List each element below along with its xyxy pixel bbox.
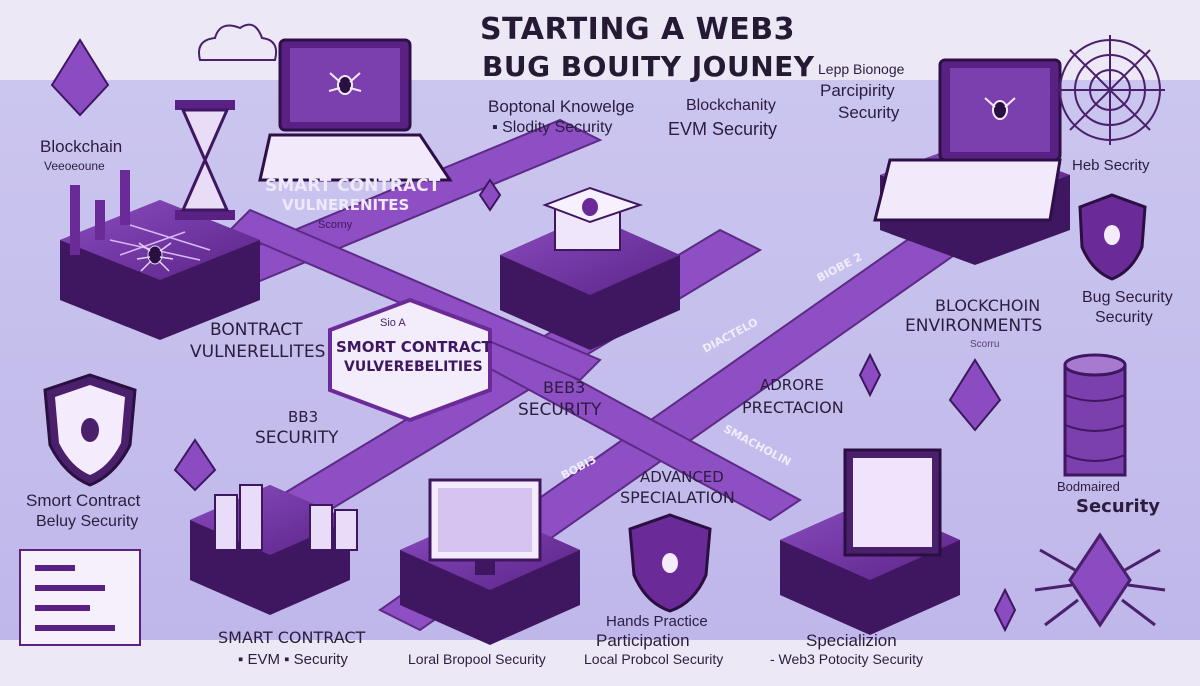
platform-center-top: [500, 186, 680, 350]
spider-icon: [136, 242, 174, 272]
card-title-1: SMART CONTRACT: [265, 176, 441, 196]
coin-stack-icon: [214, 484, 358, 551]
platform-center-hex: [328, 297, 492, 423]
label-bug-security: Bug Security: [1082, 289, 1173, 306]
shield-icon: [43, 373, 137, 487]
label-smart-contract: Smort Contract: [26, 491, 141, 510]
label-bb3: BB3: [288, 408, 319, 426]
label-solidity: ▪ Slodity Security: [492, 119, 613, 136]
center-hex-title-2: VULVEREBELITIES: [344, 359, 483, 375]
page-title-line2: BUG BOUITY JOUNEY: [482, 50, 815, 83]
spider-icon: [1034, 532, 1166, 628]
card-title-3: Scorny: [318, 219, 353, 231]
card-title-2: VULNERENITES: [282, 196, 410, 214]
label-env-2: ENVIRONMENTS: [905, 316, 1043, 336]
center-hex-title-1: SMORT CONTRACT: [336, 338, 492, 356]
label-right-top-2: Parcipirity: [820, 81, 895, 100]
database-icon: [1063, 353, 1127, 477]
label-prectacion: PRECTACION: [742, 398, 844, 417]
label-specialation: SPECIALATION: [620, 488, 735, 507]
hourglass-icon: [175, 100, 235, 220]
monitor-icon: [428, 478, 542, 575]
shield-icon: [1078, 193, 1147, 281]
label-blockchain: Blockchain: [40, 137, 123, 156]
label-contract: BONTRACT: [210, 320, 303, 340]
bottom-label-4b: - Web3 Potocity Security: [770, 651, 924, 667]
bottom-label-1b: ▪ EVM ▪ Security: [238, 651, 348, 668]
laptop-icon: [258, 38, 453, 182]
page-title-line1: STARTING A WEB3: [480, 12, 795, 47]
label-beb3: BEB3: [543, 378, 586, 397]
label-vulnerabilities: VULNERELLITES: [190, 342, 326, 362]
label-bodmaired-security: Security: [1076, 496, 1161, 517]
bottom-label-4a: Specializion: [806, 631, 897, 650]
bottom-label-3a: Hands Practice: [606, 613, 708, 630]
label-web-security: Heb Secrity: [1072, 157, 1150, 174]
shield-icon: [628, 513, 712, 613]
ethereum-icon: [50, 38, 110, 117]
label-bug-security-2: Security: [1095, 309, 1153, 326]
bar-icon: [70, 170, 130, 255]
label-bodmaired: Bodmaired: [1057, 479, 1120, 494]
label-bb3-security: SECURITY: [255, 428, 339, 448]
monitor-icon: [843, 448, 942, 557]
label-adrore: ADRORE: [760, 376, 824, 394]
bottom-label-2: Loral Bropool Security: [408, 651, 546, 667]
label-knowledge: Boptonal Knowelge: [488, 97, 635, 116]
cloud-icon: [198, 23, 278, 61]
label-right-top-1: Lepp Bionoge: [818, 61, 905, 77]
radar-icon: [1055, 35, 1165, 145]
label-env-3: Scorru: [970, 339, 1000, 350]
label-advanced: ADVANCED: [640, 468, 724, 486]
bottom-label-3c: Local Probcol Security: [584, 651, 724, 667]
bottom-label-3b: Participation: [596, 631, 690, 650]
laptop-icon: [873, 58, 1062, 222]
label-evm-security: EVM Security: [668, 119, 778, 139]
bottom-label-1a: SMART CONTRACT: [218, 628, 366, 647]
label-blockchanity: Blockchanity: [686, 97, 776, 114]
label-right-top-3: Security: [838, 103, 900, 122]
label-beb3-security: SECURITY: [518, 400, 602, 420]
label-blockchain-sub: Veeoeoune: [44, 159, 105, 173]
label-beluy-security: Beluy Security: [36, 513, 139, 530]
center-hex-small: Sio A: [380, 317, 406, 329]
label-env-1: BLOCKCHOIN: [935, 296, 1041, 315]
ethereum-icon: [948, 358, 1002, 432]
notice-board: [19, 549, 141, 646]
gem-icons: [173, 178, 1017, 633]
